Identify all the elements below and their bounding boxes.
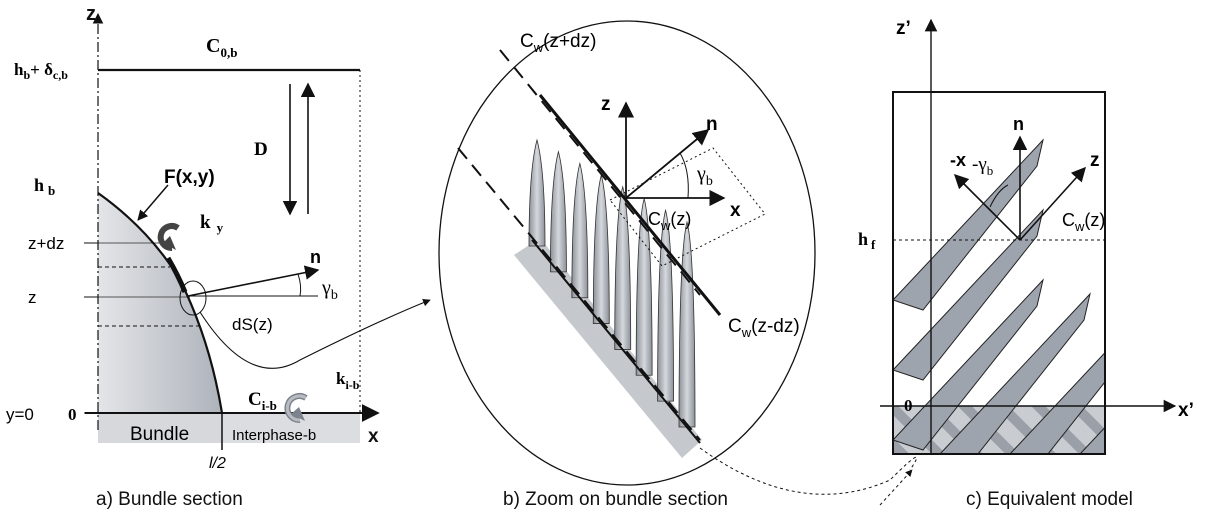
- origin-zero-label: 0: [68, 405, 77, 424]
- zprime-label: z’: [896, 18, 911, 39]
- xprime-label: x’: [1178, 400, 1194, 421]
- interphase-label: Interphase-b: [232, 427, 316, 444]
- model-neg-x-vector: [953, 173, 1021, 241]
- caption-c: c) Equivalent model: [966, 489, 1133, 510]
- slanted-fiber-4: [939, 292, 1091, 454]
- cw-minus-line: [457, 147, 701, 441]
- normal-label: n: [310, 247, 321, 267]
- caption-b: b) Zoom on bundle section: [503, 489, 728, 510]
- slanted-fiber-6: [1079, 426, 1105, 454]
- bundle-region: [98, 193, 222, 413]
- neg-gamma-label: -γb: [972, 154, 993, 178]
- fiber-7: [657, 208, 674, 402]
- k-ib-label: ki-b: [336, 369, 360, 392]
- interphase-concentration-label: Ci-b: [248, 389, 277, 413]
- top-height-label: hb+ δc,b: [14, 60, 68, 82]
- caption-a: a) Bundle section: [96, 489, 243, 510]
- zoom-n-axis: [625, 128, 710, 199]
- fiber-4: [592, 173, 610, 324]
- axis-x-label: x: [368, 426, 379, 447]
- fiber-8: [678, 220, 696, 428]
- neg-x-label: -x: [950, 150, 966, 170]
- fiber-group: [528, 138, 696, 428]
- top-concentration-label: C0,b: [206, 35, 237, 60]
- model-z-vector: [1019, 166, 1086, 241]
- angle-label: γb: [321, 277, 338, 303]
- zoom-x-label: x: [730, 200, 741, 221]
- cw-plus-label: Cw(z+dz): [520, 31, 596, 55]
- axis-z-label: z: [86, 3, 96, 25]
- cw-plus-line: [499, 49, 701, 296]
- model-zero-label: 0: [904, 396, 913, 415]
- bundle-label: Bundle: [130, 424, 189, 445]
- fiber-2: [550, 150, 567, 273]
- cw-label: Cw(z): [648, 209, 691, 233]
- fiber-5: [614, 185, 632, 350]
- surface-element-marker: [179, 280, 207, 316]
- normal-vector: [187, 265, 320, 297]
- equivalent-box: [892, 91, 1106, 455]
- origin-y-label: y=0: [6, 405, 34, 424]
- bundle-base-bar: [98, 413, 222, 443]
- half-width-label: l/2: [209, 455, 226, 472]
- model-z-label: z: [1090, 150, 1100, 171]
- tick-z-label: z: [28, 288, 37, 307]
- zoom-ellipse: [438, 20, 816, 486]
- k-ib-rotation-icon: [284, 393, 308, 423]
- panel-zoom: Cw(z+dz) z n γb x Cw(z) Cw(z-dz) b) Zoom…: [438, 20, 816, 510]
- model-n-label: n: [1013, 114, 1024, 134]
- tick-z-dz-label: z+dz: [28, 234, 64, 253]
- fiber-1: [528, 138, 546, 247]
- cw-line: [538, 94, 722, 316]
- zoom-z-label: z: [601, 94, 611, 115]
- diffusion-label: D: [254, 139, 268, 160]
- fiber-base-band: [514, 238, 702, 458]
- cw-minus-label: Cw(z-dz): [728, 316, 800, 340]
- slanted-fiber-group: [893, 138, 1105, 454]
- model-cw-label: Cw(z): [1062, 210, 1105, 234]
- surface-element-label: dS(z): [232, 315, 273, 334]
- fiber-3: [571, 161, 589, 299]
- slanted-fiber-5: [1009, 351, 1105, 454]
- zoom-n-label: n: [706, 114, 718, 135]
- k-y-rotation-icon: [157, 223, 180, 252]
- zoom-angle-label: γb: [696, 163, 713, 189]
- shape-function-label: F(x,y): [164, 167, 215, 188]
